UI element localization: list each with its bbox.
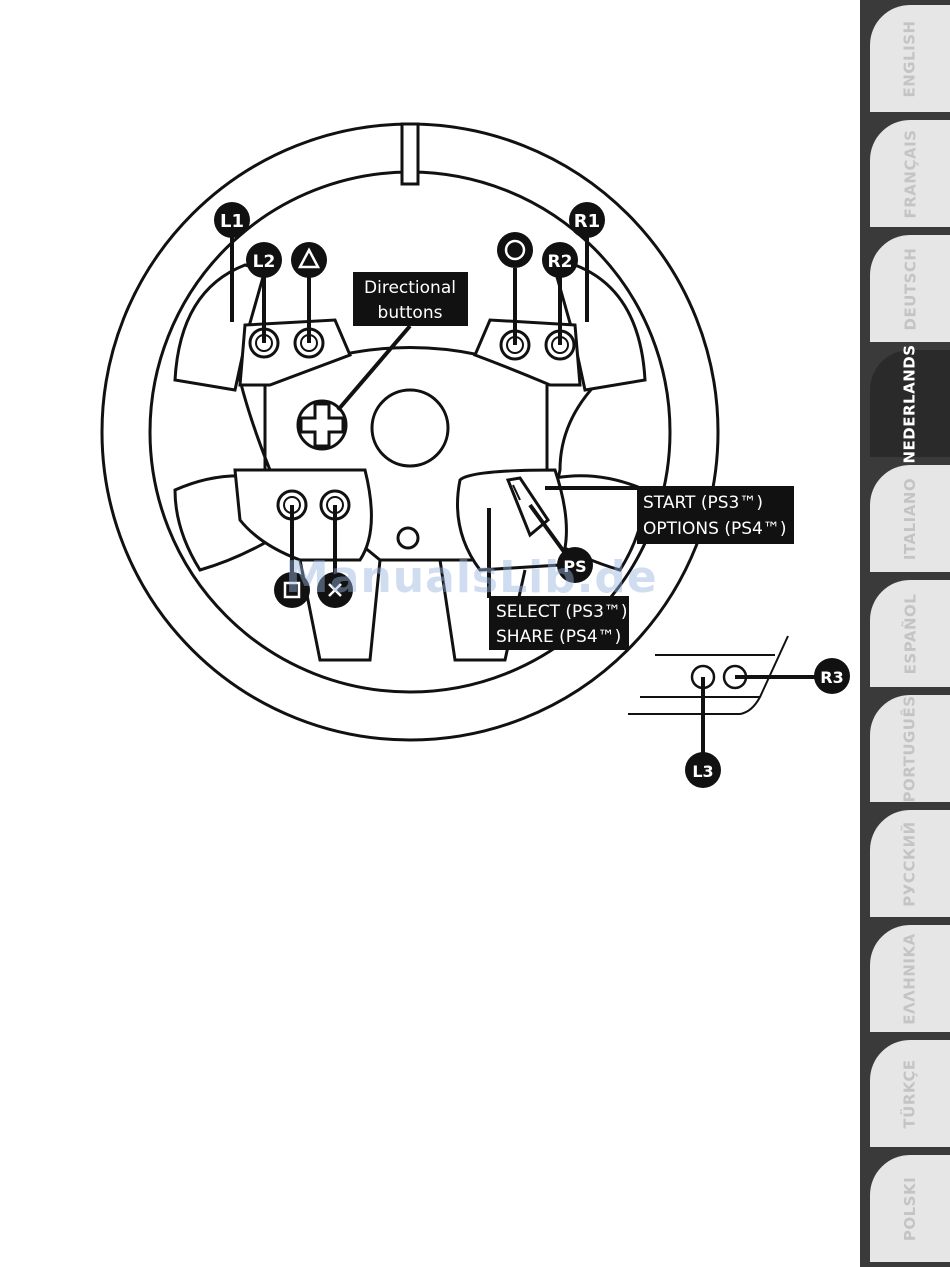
svg-text:SELECT (PS3™): SELECT (PS3™): [496, 602, 628, 622]
start-options-label: START (PS3™) OPTIONS (PS4™): [637, 486, 794, 544]
callout-r1: R1: [569, 202, 605, 238]
callout-triangle: [291, 242, 327, 278]
tab-polski[interactable]: POLSKI: [870, 1155, 950, 1262]
callout-circle: [497, 232, 533, 268]
centre-small-hole: [398, 528, 418, 548]
svg-text:START (PS3™): START (PS3™): [643, 493, 763, 513]
language-tabs: ENGLISH FRANÇAIS DEUTSCH NEDERLANDS ITAL…: [860, 0, 950, 1267]
svg-text:R1: R1: [574, 211, 600, 232]
callout-l3: L3: [685, 752, 721, 788]
callout-l1: L1: [214, 202, 250, 238]
svg-text:buttons: buttons: [378, 303, 443, 323]
tab-italiano[interactable]: ITALIANO: [870, 465, 950, 572]
select-share-label: SELECT (PS3™) SHARE (PS4™): [489, 596, 629, 650]
svg-text:L3: L3: [692, 762, 713, 781]
stick-buttons-detail: [628, 636, 820, 755]
tab-ellinika[interactable]: ΕΛΛΗΝΙΚΑ: [870, 925, 950, 1032]
tab-espanol[interactable]: ESPAÑOL: [870, 580, 950, 687]
callout-r3: R3: [814, 658, 850, 694]
tab-deutsch[interactable]: DEUTSCH: [870, 235, 950, 342]
callout-ps: PS: [557, 547, 593, 583]
tab-nederlands[interactable]: NEDERLANDS: [870, 350, 950, 457]
svg-text:Directional: Directional: [364, 278, 456, 298]
centre-marker: [402, 124, 418, 184]
svg-text:L1: L1: [220, 211, 244, 232]
tab-portugues[interactable]: PORTUGUÊS: [870, 695, 950, 802]
tab-turkce[interactable]: TÜRKÇE: [870, 1040, 950, 1147]
svg-text:OPTIONS (PS4™): OPTIONS (PS4™): [643, 519, 786, 539]
callout-l2: L2: [246, 242, 282, 278]
tab-english[interactable]: ENGLISH: [870, 5, 950, 112]
directional-buttons-label: Directional buttons: [353, 272, 468, 326]
svg-text:R2: R2: [548, 252, 573, 272]
callout-r2: R2: [542, 242, 578, 278]
svg-text:L2: L2: [253, 252, 276, 272]
callout-cross: [317, 572, 353, 608]
callout-square: [274, 572, 310, 608]
wheel-diagram: L1 L2 R2 R1 PS Directional buttons STA: [0, 0, 860, 1267]
centre-logo-circle: [372, 390, 448, 466]
svg-text:SHARE (PS4™): SHARE (PS4™): [496, 627, 621, 647]
tab-francais[interactable]: FRANÇAIS: [870, 120, 950, 227]
tab-russkiy[interactable]: РУССКИЙ: [870, 810, 950, 917]
svg-text:PS: PS: [563, 557, 586, 576]
svg-text:R3: R3: [820, 668, 843, 687]
